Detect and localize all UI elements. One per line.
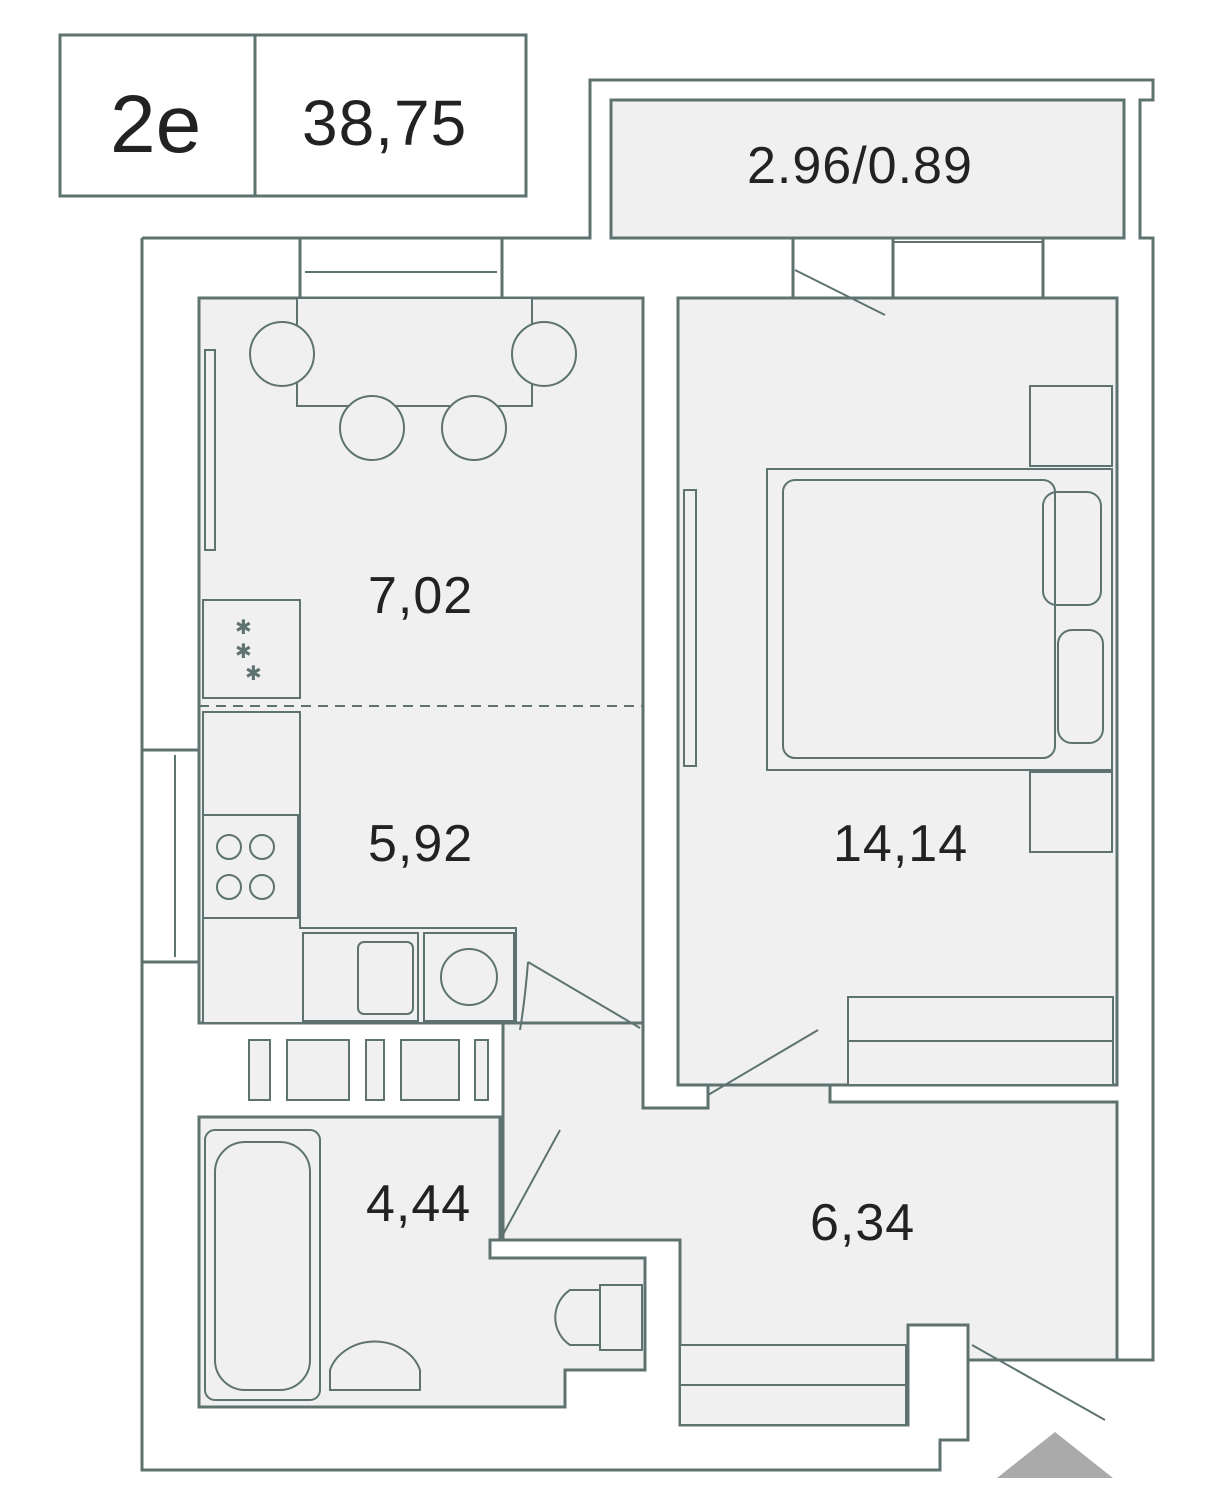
bathtub xyxy=(204,1129,321,1401)
kitchen-door[interactable] xyxy=(519,961,641,1031)
nightstand xyxy=(1029,771,1113,853)
bathtub-inner xyxy=(214,1141,311,1391)
toilet xyxy=(554,1289,601,1346)
cabinet-mark-icon: ✱ xyxy=(235,641,252,663)
cabinet-mark-icon: ✱ xyxy=(245,663,262,685)
bathroom-door[interactable] xyxy=(499,1129,561,1241)
bed xyxy=(766,468,1113,771)
washing-drum-icon xyxy=(440,948,498,1006)
pillow xyxy=(1042,491,1102,606)
side-window xyxy=(140,748,201,964)
bedroom-area: 14,14 xyxy=(833,815,969,873)
blanket xyxy=(782,479,1056,759)
hallway-room xyxy=(501,1021,1119,1427)
burner-icon xyxy=(249,874,275,900)
dining-area: 7,02 xyxy=(368,567,474,625)
balcony-door[interactable] xyxy=(794,269,886,316)
cabinet xyxy=(202,599,301,699)
chair xyxy=(441,395,507,461)
balcony-room xyxy=(609,98,1126,240)
washing-machine xyxy=(423,932,515,1022)
chair xyxy=(339,395,405,461)
storage xyxy=(474,1039,489,1101)
storage xyxy=(365,1039,385,1101)
chair xyxy=(249,321,315,387)
apartment-type: 2е xyxy=(110,79,202,170)
bathroom-area: 4,44 xyxy=(366,1175,472,1233)
pillow xyxy=(1057,629,1104,744)
bedroom-door[interactable] xyxy=(707,1029,819,1096)
header-box xyxy=(58,33,528,198)
washbasin xyxy=(329,1340,421,1391)
total-area: 38,75 xyxy=(302,87,468,159)
bedroom-window xyxy=(891,236,1045,300)
entrance-arrow-icon xyxy=(997,1432,1113,1478)
burner-icon xyxy=(249,834,275,860)
hallway-area: 6,34 xyxy=(810,1194,916,1252)
cabinet-mark-icon: ✱ xyxy=(235,617,252,639)
burner-icon xyxy=(216,834,242,860)
kitchen-window xyxy=(298,236,504,300)
kitchen-area: 5,92 xyxy=(368,815,474,873)
burner-icon xyxy=(216,874,242,900)
stove xyxy=(202,814,299,919)
sink xyxy=(302,932,419,1022)
storage xyxy=(286,1039,350,1101)
dining-table xyxy=(296,297,533,407)
chair xyxy=(511,321,577,387)
toilet-tank xyxy=(599,1284,643,1351)
sink-bowl xyxy=(357,941,414,1015)
storage xyxy=(400,1039,460,1101)
wall-shelf xyxy=(683,489,697,767)
balcony-area: 2.96/0.89 xyxy=(747,137,973,195)
nightstand xyxy=(1029,385,1113,467)
entrance-door[interactable] xyxy=(971,1344,1106,1421)
wall-shelf xyxy=(204,349,216,551)
storage xyxy=(248,1039,271,1101)
